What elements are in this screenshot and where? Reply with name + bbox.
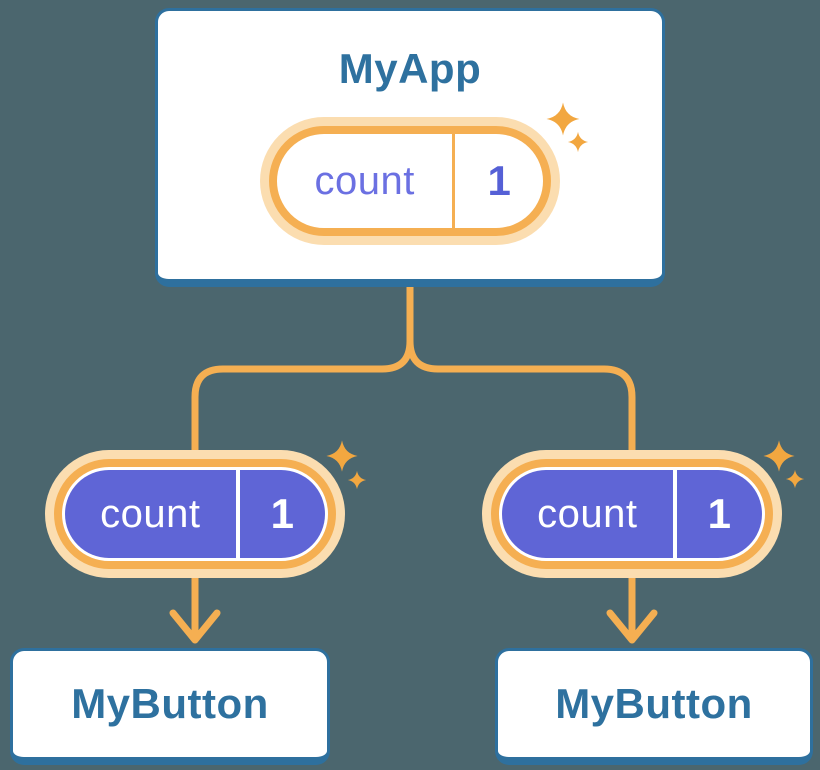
mybutton-title: MyButton bbox=[555, 680, 753, 727]
state-pill-ring: count 1 bbox=[491, 459, 773, 569]
pill-divider bbox=[235, 470, 240, 558]
sparkle-icon bbox=[567, 131, 589, 153]
sparkle-icon bbox=[347, 470, 367, 490]
arrow-left-head-icon bbox=[169, 609, 221, 644]
arrow-right-head-icon bbox=[606, 609, 658, 644]
mybutton-card-left: MyButton bbox=[10, 648, 330, 765]
sparkle-icon bbox=[763, 440, 795, 472]
state-pill-ring: count 1 bbox=[269, 126, 551, 236]
mybutton-title: MyButton bbox=[71, 680, 269, 727]
pill-divider bbox=[452, 134, 456, 228]
branch-right-line bbox=[406, 282, 636, 456]
state-pill-body: count 1 bbox=[65, 470, 325, 558]
state-value: 1 bbox=[270, 490, 295, 537]
state-label: count bbox=[100, 491, 201, 536]
state-label: count bbox=[537, 491, 638, 536]
mybutton-card-right: MyButton bbox=[495, 648, 813, 765]
state-pill-right-child: count 1 bbox=[482, 450, 782, 578]
state-value: 1 bbox=[487, 157, 511, 204]
state-pill-body: count 1 bbox=[502, 470, 762, 558]
state-pill-myapp: count 1 bbox=[260, 117, 560, 245]
state-pill-left-child: count 1 bbox=[45, 450, 345, 578]
state-value: 1 bbox=[707, 490, 732, 537]
myapp-title: MyApp bbox=[338, 45, 482, 92]
pill-divider bbox=[672, 470, 677, 558]
sparkle-icon bbox=[326, 440, 358, 472]
state-pill-body: count 1 bbox=[277, 134, 543, 228]
branch-left-line bbox=[191, 282, 414, 456]
sparkle-icon bbox=[785, 469, 805, 489]
sparkle-icon bbox=[546, 102, 580, 136]
state-pill-ring: count 1 bbox=[54, 459, 336, 569]
state-label: count bbox=[314, 158, 415, 203]
